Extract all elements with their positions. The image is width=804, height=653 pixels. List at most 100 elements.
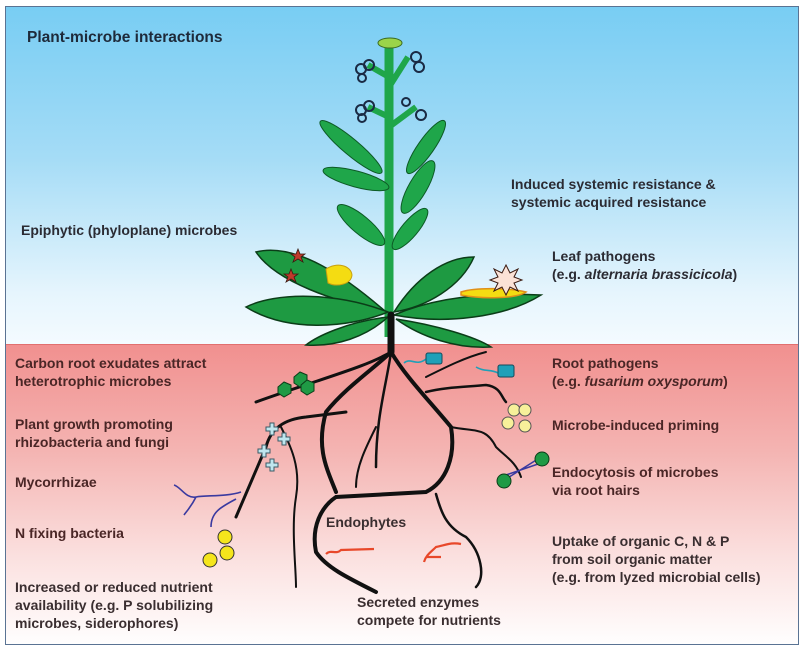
root-pathogens — [403, 352, 515, 378]
priming-microbe — [507, 403, 521, 417]
pathogen-hypha — [475, 366, 499, 374]
label-uptake-line2: from soil organic matter — [552, 551, 713, 567]
rosette-leaf — [395, 318, 494, 348]
epiphyte-star-icon — [289, 247, 307, 263]
label-uptake-line3: (e.g. from lyzed microbial cells) — [552, 569, 761, 585]
label-endophytes: Endophytes — [326, 514, 407, 530]
label-isr-line2: systemic acquired resistance — [511, 194, 707, 210]
hexagon-microbe — [300, 379, 315, 396]
root — [425, 351, 487, 378]
label-isr: Induced systemic resistance & systemic a… — [511, 175, 716, 211]
rosette-leaf — [304, 315, 391, 346]
text-suffix: ) — [732, 266, 738, 282]
pathogen-burst-icon — [488, 263, 524, 297]
root — [312, 350, 455, 594]
cross-microbe — [265, 422, 279, 436]
mycorrhizal-hyphae — [173, 484, 242, 528]
plant-illustration — [173, 37, 550, 594]
priming-microbe — [501, 416, 515, 430]
secreted-enzymes — [325, 542, 462, 563]
epiphyte-star-icon — [282, 267, 300, 283]
stem-leaf — [322, 166, 390, 192]
root-system — [234, 311, 522, 594]
label-carbon-line1: Carbon root exudates attract — [15, 355, 207, 371]
label-endocytosis-line2: via root hairs — [552, 482, 640, 498]
pathogen-hypha — [403, 358, 427, 364]
leaf-lesion — [325, 264, 353, 286]
flower-top — [377, 37, 403, 49]
root — [280, 426, 299, 588]
priming-microbe — [518, 403, 532, 417]
stem-leaf — [319, 120, 383, 174]
label-nutrient-line2: availability (e.g. P solubilizing — [15, 597, 214, 613]
label-leaf-pathogens: Leaf pathogens (e.g. alternaria brassici… — [552, 247, 737, 283]
stem-leaf — [336, 204, 386, 246]
label-carbon-line2: heterotrophic microbes — [15, 373, 172, 389]
branch — [387, 104, 418, 130]
label-priming: Microbe-induced priming — [552, 417, 720, 433]
label-endocytosis: Endocytosis of microbes via root hairs — [552, 463, 718, 499]
endocytosis-microbes — [496, 451, 550, 489]
pathogen-spore — [497, 364, 515, 378]
label-uptake: Uptake of organic C, N & P from soil org… — [552, 532, 761, 586]
pathogen-spore — [425, 352, 443, 365]
label-root-pathogens-line2: (e.g. fusarium oxysporum) — [552, 372, 728, 390]
label-nutrient-line1: Increased or reduced nutrient — [15, 579, 213, 595]
text-suffix: ) — [723, 373, 728, 389]
species-name: alternaria brassicicola — [584, 266, 733, 282]
endocytosed-microbe — [534, 451, 550, 467]
root — [254, 350, 393, 404]
label-uptake-line1: Uptake of organic C, N & P — [552, 533, 730, 549]
label-root-pathogens-line1: Root pathogens — [552, 355, 659, 371]
label-leaf-pathogens-line1: Leaf pathogens — [552, 248, 656, 264]
label-pgp: Plant growth promoting rhizobacteria and… — [15, 415, 173, 451]
label-carbon-exudates: Carbon root exudates attract heterotroph… — [15, 354, 206, 390]
label-mycorrhizae: Mycorrhizae — [15, 474, 97, 490]
n-fixing-bacterium — [217, 529, 233, 545]
priming-microbe — [518, 419, 532, 433]
stem-leaf — [400, 160, 436, 214]
rosette-leaf — [244, 295, 391, 326]
rosette-leaf — [391, 293, 544, 320]
label-n-fixing: N fixing bacteria — [15, 525, 124, 541]
label-isr-line1: Induced systemic resistance & — [511, 176, 716, 192]
priming-microbes — [501, 403, 532, 433]
label-enzymes-line2: compete for nutrients — [357, 612, 501, 628]
label-leaf-pathogens-line2: (e.g. alternaria brassicicola) — [552, 265, 737, 283]
branch — [386, 55, 411, 89]
species-name: fusarium oxysporum — [584, 373, 724, 389]
n-fixing-bacterium — [219, 545, 235, 561]
root — [374, 350, 393, 469]
rosette-leaf — [392, 256, 476, 313]
label-enzymes-line1: Secreted enzymes — [357, 594, 480, 610]
stem-leaf — [391, 207, 429, 251]
hexagon-microbe — [277, 381, 292, 398]
diagram-frame: Plant-microbe interactions Epiphytic (ph… — [5, 6, 799, 645]
cross-microbe — [257, 444, 271, 458]
n-fixing-bacterium — [202, 552, 218, 568]
leaf-lesion — [460, 287, 528, 299]
branch — [366, 62, 391, 80]
label-pgp-line1: Plant growth promoting — [15, 416, 173, 432]
cross-microbe — [277, 432, 291, 446]
branch — [366, 104, 391, 120]
enzyme-trail — [325, 547, 375, 555]
flower — [355, 51, 427, 123]
label-nutrient-line3: microbes, siderophores) — [15, 615, 179, 631]
root — [319, 350, 393, 494]
label-nutrient-availability: Increased or reduced nutrient availabili… — [15, 578, 213, 632]
text-prefix: (e.g. — [552, 266, 585, 282]
cross-microbes — [257, 422, 291, 472]
root — [450, 426, 522, 478]
cross-microbe — [265, 458, 279, 472]
hexagon-microbes — [277, 371, 315, 398]
label-root-pathogens: Root pathogens (e.g. fusarium oxysporum) — [552, 354, 728, 390]
plant-shoot — [319, 37, 446, 337]
endocytosed-microbe — [496, 473, 512, 489]
root — [424, 383, 508, 404]
root — [355, 426, 377, 488]
root — [434, 492, 483, 589]
enzyme-trail — [422, 542, 462, 563]
text-prefix: (e.g. — [552, 373, 585, 389]
label-endocytosis-line1: Endocytosis of microbes — [552, 464, 719, 480]
